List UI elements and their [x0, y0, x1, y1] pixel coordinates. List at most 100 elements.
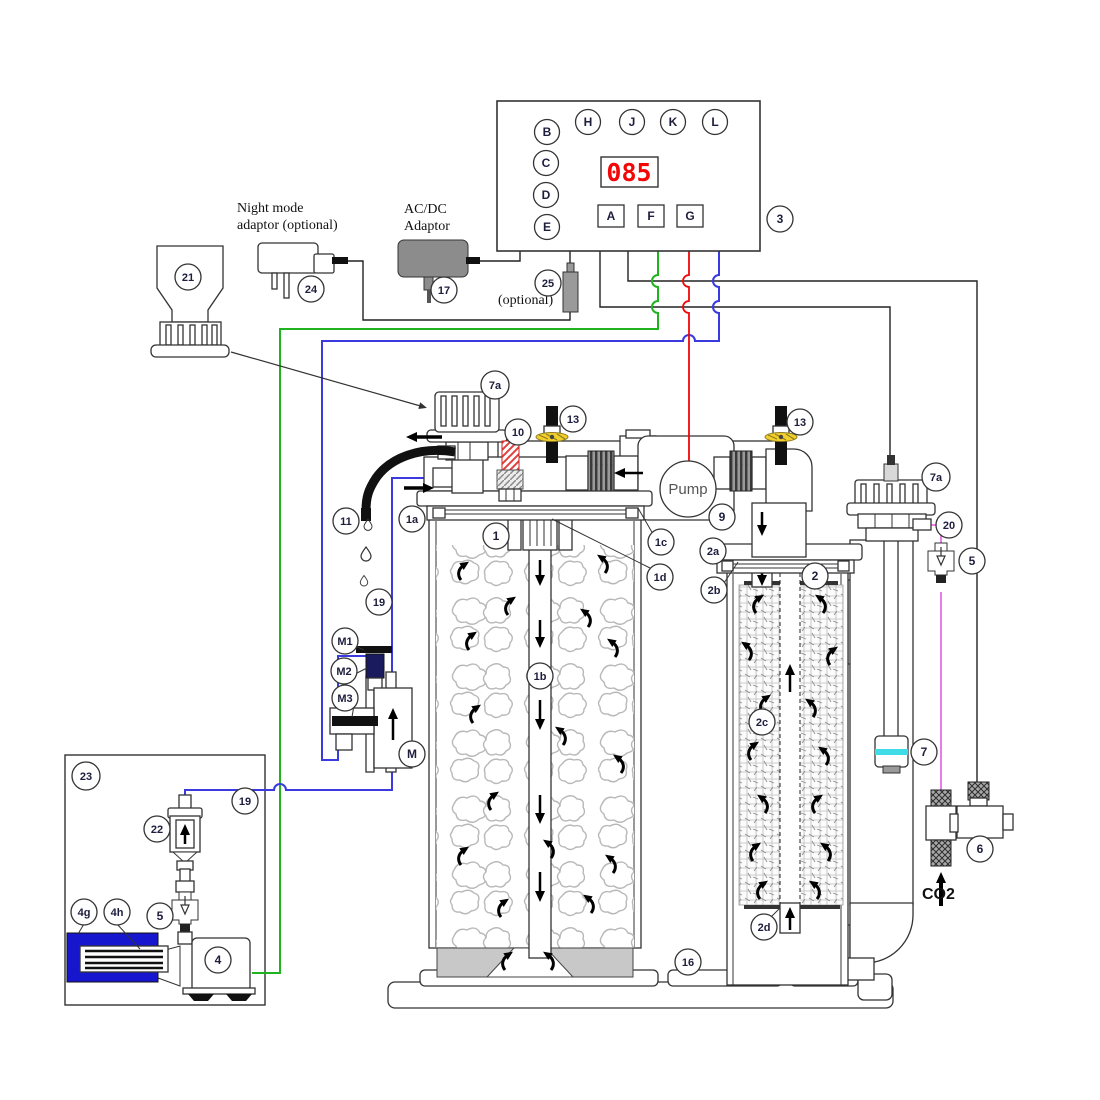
callout-22: 22: [151, 824, 163, 836]
callout-1d: 1d: [654, 572, 667, 584]
dosing-unit-box: [64, 754, 266, 1006]
button-A: [597, 204, 625, 228]
svg-text:E: E: [543, 220, 551, 234]
acdc-caption-1: AC/DC: [404, 202, 447, 217]
acdc-adaptor: AC/DC Adaptor: [397, 202, 480, 303]
probe-signal-wire: [599, 251, 891, 462]
callout-21: 21: [182, 272, 194, 284]
center-riser-tube: [779, 557, 801, 909]
callout-M: M: [407, 747, 417, 761]
button-G: [676, 204, 704, 228]
callouts: 3 21 24 17 25 7a 10 13 13 11 1a 1 1c 1d …: [70, 205, 994, 976]
callout-19-lower: 19: [239, 796, 251, 808]
callout-11: 11: [340, 516, 352, 528]
callout-3: 3: [777, 212, 784, 226]
callout-1a: 1a: [406, 514, 419, 526]
probe-holder-column: [835, 455, 936, 981]
dosing-pump-assembly: [329, 646, 413, 773]
callout-13-right: 13: [794, 417, 806, 429]
callout-24: 24: [305, 284, 318, 296]
callout-17: 17: [438, 285, 450, 297]
union-fitting: [587, 450, 615, 492]
nightmode-cord: [348, 251, 571, 321]
button-L: [701, 108, 729, 136]
acdc-caption-2: Adaptor: [404, 219, 450, 234]
callout-2: 2: [812, 569, 819, 583]
callout-1c: 1c: [655, 537, 667, 549]
button-H: [574, 108, 602, 136]
svg-text:D: D: [542, 188, 551, 202]
button-F: [637, 204, 665, 228]
callout-5-box: 5: [157, 909, 164, 923]
led-display: [600, 156, 659, 188]
night-mode-caption-1: Night mode: [237, 201, 304, 216]
effluent-hose: [361, 445, 456, 512]
callout-19-upper: 19: [373, 597, 385, 609]
union-fitting-2: [729, 450, 753, 492]
svg-text:G: G: [685, 209, 694, 223]
feed-pump-unit: [66, 794, 256, 1001]
svg-text:B: B: [543, 125, 552, 139]
co2-components: CO2: [922, 542, 1014, 906]
probe-band: [875, 749, 908, 755]
callout-1: 1: [493, 529, 500, 543]
callout-1b: 1b: [534, 671, 547, 683]
night-mode-caption-2: adaptor (optional): [237, 218, 338, 233]
callout-13-left: 13: [567, 414, 579, 426]
callout-7a-right: 7a: [930, 472, 943, 484]
callout-9: 9: [719, 510, 726, 524]
button-K: [659, 108, 687, 136]
callout-M3: M3: [337, 693, 352, 705]
check-valve-5-box: [171, 891, 199, 933]
valve-13-right: [764, 406, 798, 465]
dc-jack-25: (optional): [498, 262, 579, 313]
svg-text:L: L: [711, 115, 718, 129]
media-column-right: [796, 584, 844, 906]
callout-2b: 2b: [708, 585, 721, 597]
co2-label: CO2: [922, 886, 955, 903]
button-J: [618, 108, 646, 136]
solenoid-wire: [627, 251, 978, 784]
callout-M2: M2: [336, 666, 351, 678]
callout-2d: 2d: [758, 922, 771, 934]
svg-text:K: K: [669, 115, 678, 129]
probe-plug: [883, 463, 899, 482]
callout-25: 25: [542, 278, 554, 290]
button-B: [533, 118, 561, 146]
controller-panel: B C D E H J K L 085 A F G: [496, 100, 761, 252]
feed-tube: [184, 477, 437, 808]
callout-2a: 2a: [707, 546, 720, 558]
svg-text:A: A: [607, 209, 616, 223]
callout-leaders: [77, 507, 781, 950]
reactor-2: [707, 543, 863, 986]
green-wire: [252, 251, 659, 974]
button-E: [533, 213, 561, 241]
co2-port-20: [912, 518, 932, 531]
acdc-cord: [480, 251, 521, 262]
recirculation-pump: [659, 460, 717, 518]
callout-5-right: 5: [969, 554, 976, 568]
display-value: 085: [606, 158, 651, 187]
reactor-1: [359, 391, 653, 978]
pump-label: Pump: [668, 481, 707, 498]
callout-4g: 4g: [78, 907, 91, 919]
svg-text:H: H: [584, 115, 593, 129]
blue-panel-wire: [321, 251, 720, 761]
callout-M1: M1: [337, 636, 352, 648]
media-column-left: [738, 584, 784, 906]
svg-text:C: C: [542, 156, 551, 170]
callout-4h: 4h: [111, 907, 124, 919]
callout-4: 4: [215, 953, 222, 967]
callout-2c: 2c: [756, 717, 768, 729]
optional-caption: (optional): [498, 293, 554, 308]
callout-16: 16: [682, 957, 694, 969]
callout-10: 10: [512, 427, 524, 439]
svg-text:F: F: [647, 209, 654, 223]
callout-6: 6: [977, 842, 984, 856]
callout-7: 7: [921, 745, 928, 759]
svg-text:J: J: [629, 115, 636, 129]
callout-23: 23: [80, 771, 92, 783]
valve-13-left: [535, 406, 569, 463]
